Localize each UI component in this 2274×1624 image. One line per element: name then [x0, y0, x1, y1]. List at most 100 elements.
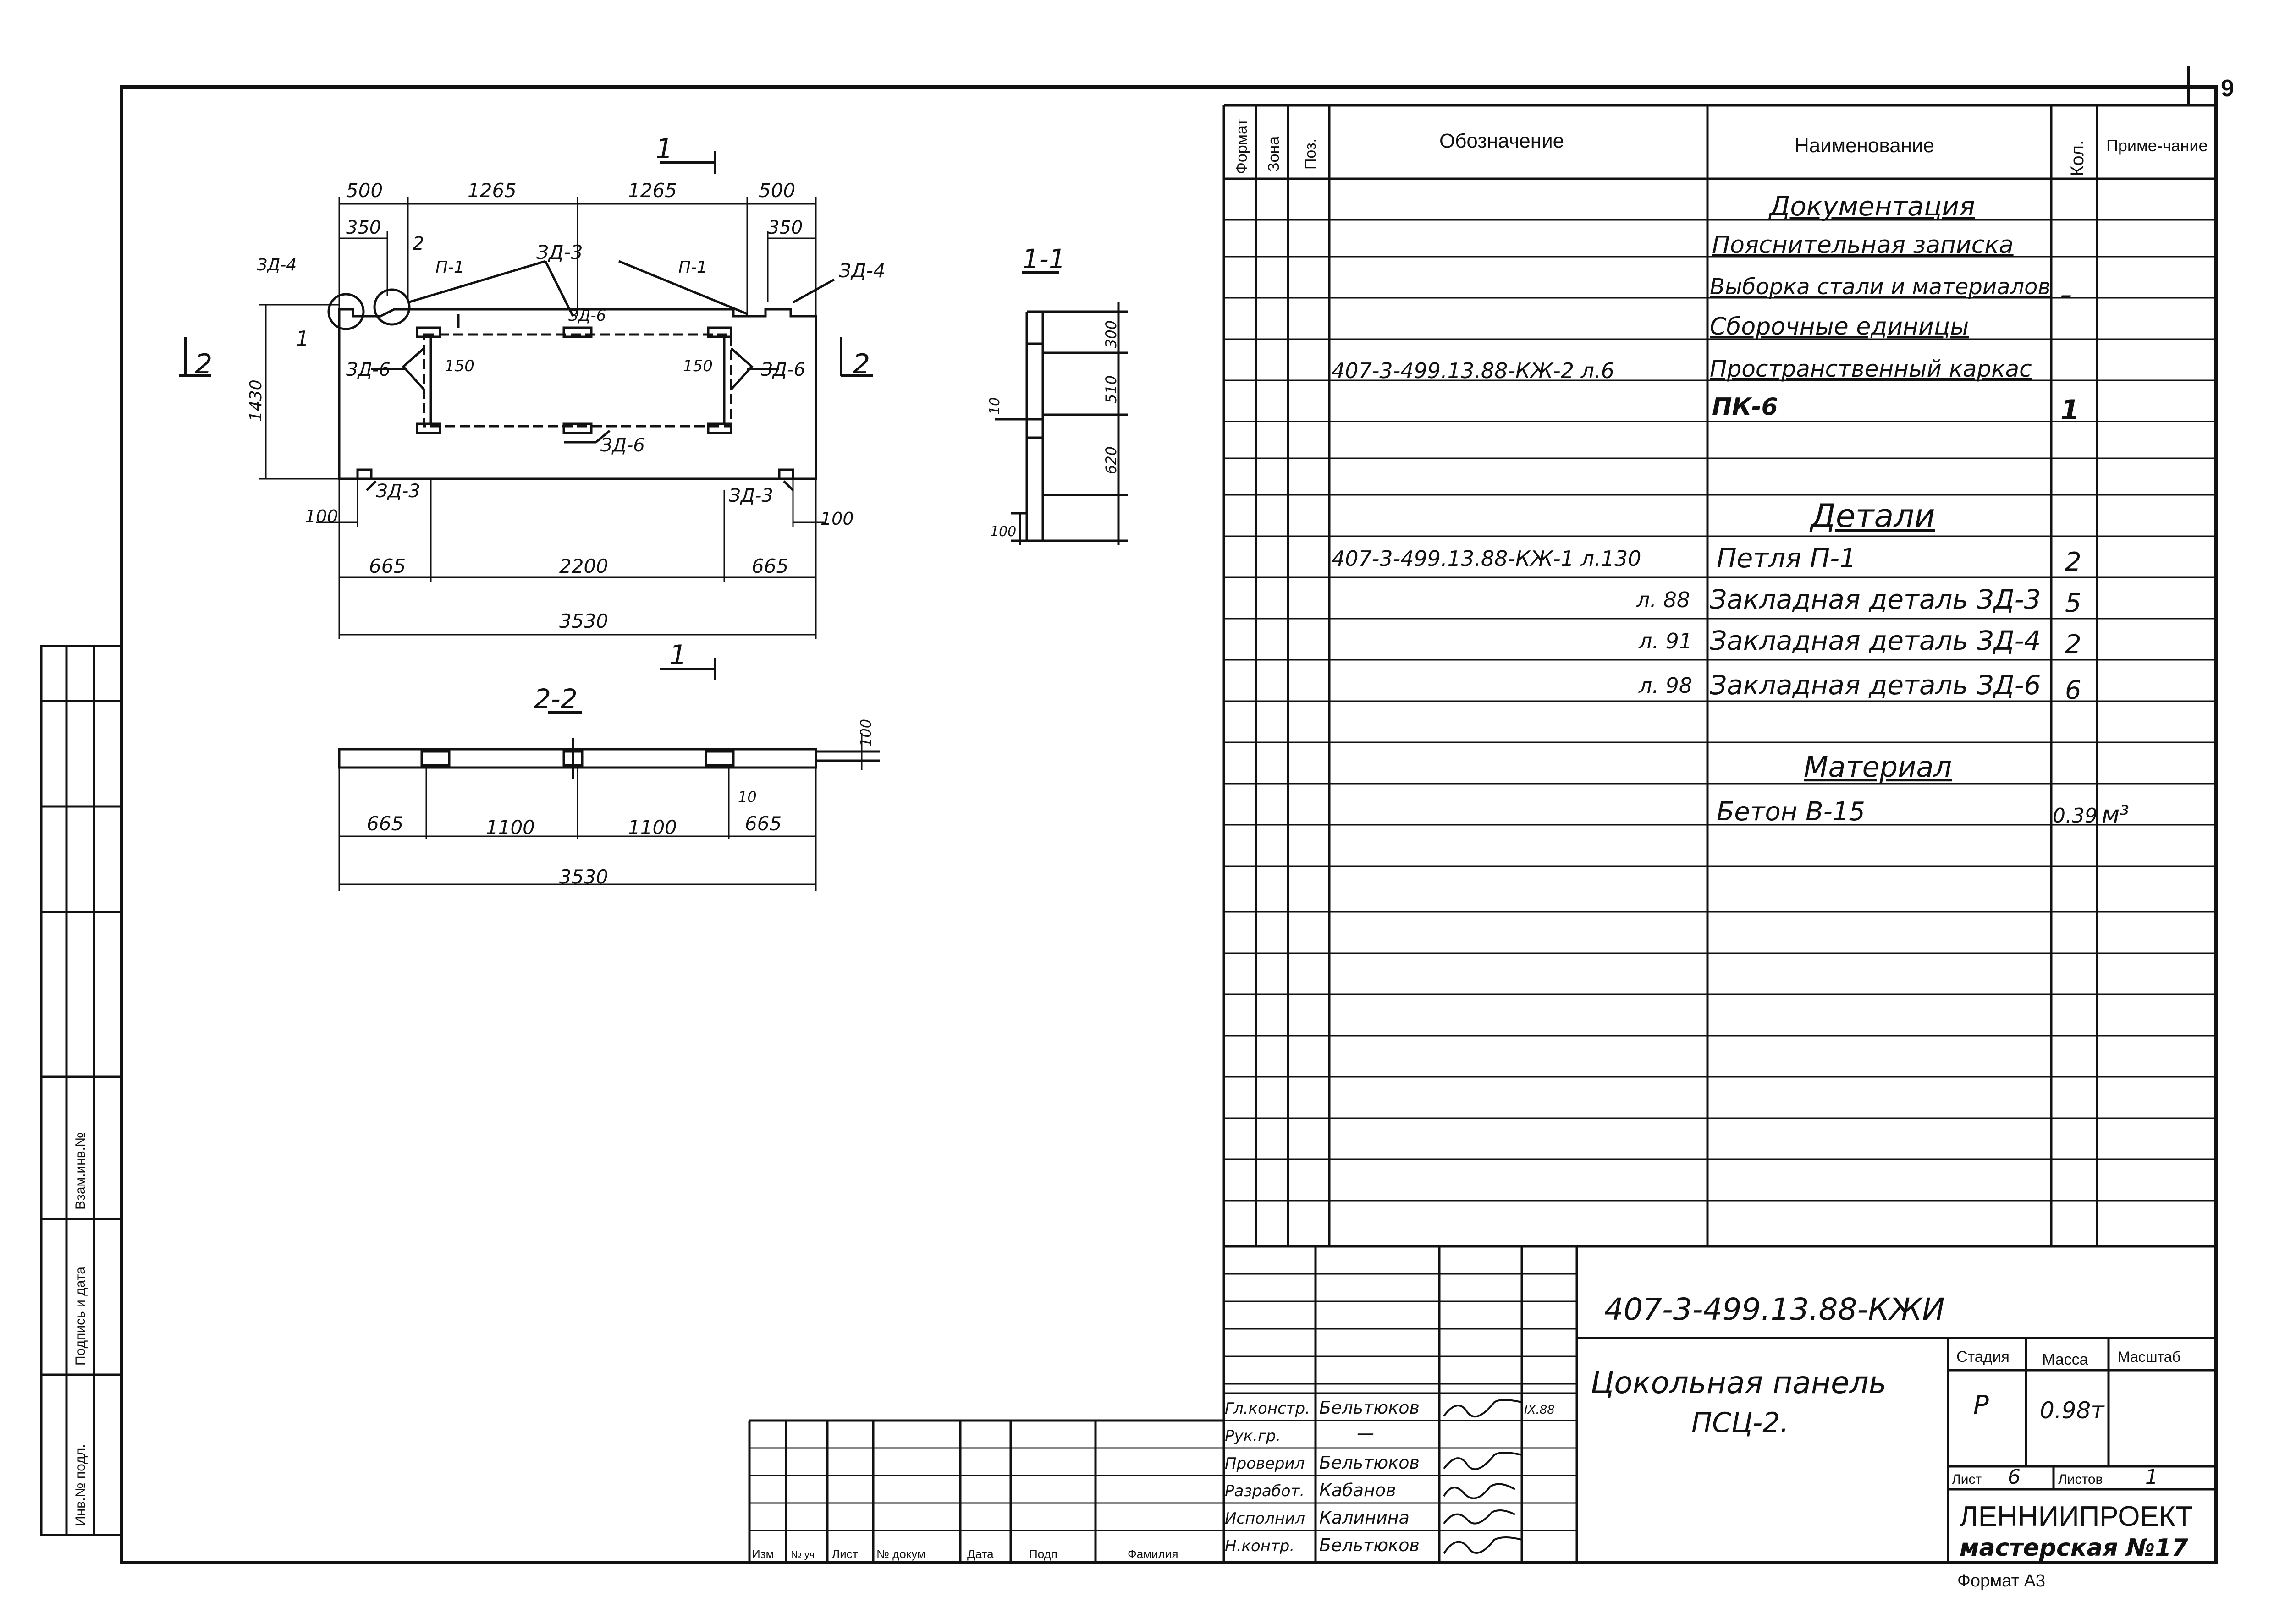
col-label: Изм: [752, 1547, 774, 1561]
view-1-1-title: 1-1: [1022, 243, 1066, 274]
tag-zd4-left: ЗД-4: [257, 256, 297, 274]
signature-mark: [1443, 1452, 1522, 1470]
dim-150-right: 150: [683, 357, 713, 375]
signature-mark: [1443, 1483, 1515, 1499]
dim-top-1265-right: 1265: [628, 179, 677, 202]
spec-row-name: ПК-6: [1712, 393, 1778, 421]
col-label: Лист: [832, 1547, 858, 1561]
title-sheet: 6: [2008, 1465, 2021, 1489]
title-sheets: 1: [2145, 1465, 2158, 1489]
dim-bottom-665-right: 665: [752, 555, 788, 577]
spec-row-note: м³: [2102, 801, 2129, 828]
section-2-2-dims: [338, 733, 863, 891]
sect-dim-510: 510: [1102, 375, 1120, 403]
sect22-dim-665-right: 665: [745, 812, 782, 835]
spec-row-qty: 2: [2065, 630, 2081, 659]
spec-table-grid: [1222, 104, 2216, 1246]
dim-bottom-665-left: 665: [369, 555, 406, 577]
col-label: № докум: [876, 1547, 925, 1561]
signer-date: IX.88: [1524, 1403, 1555, 1417]
spec-row-qty: 5: [2065, 588, 2081, 618]
spec-row-qty: 1: [2060, 394, 2080, 426]
tag-zd4-right: ЗД-4: [839, 259, 886, 282]
title-sheets-label: Листов: [2058, 1472, 2103, 1487]
dim-total: 3530: [559, 610, 608, 632]
side-stamp-label-inventory: Инв.№ подл.: [73, 1444, 88, 1526]
tag-p1-left: П-1: [435, 258, 464, 277]
dim-100-right: 100: [820, 509, 854, 529]
spec-row-name: Материал: [1804, 750, 1952, 784]
tag-p1-right: П-1: [678, 258, 707, 277]
section-marks: [179, 151, 1059, 714]
sect22-dim-665-left: 665: [367, 812, 403, 835]
signature-mark: [1443, 1536, 1522, 1554]
title-org: ЛЕННИИПРОЕКТ: [1960, 1501, 2193, 1532]
tag-zd6-right: ЗД-6: [761, 359, 805, 380]
dim-top-500-left: 500: [346, 179, 383, 202]
page-number: 9: [2221, 75, 2234, 102]
sect-dim-620: 620: [1102, 446, 1120, 474]
dim-350-right: 350: [768, 217, 803, 238]
spec-row-name: Закладная деталь ЗД-3: [1710, 584, 2041, 615]
signer-role: Н.контр.: [1225, 1537, 1294, 1555]
spec-row-name: Документация: [1768, 191, 1975, 222]
spec-row-qty: 0.39: [2053, 804, 2098, 828]
signature-mark: [1443, 1399, 1522, 1418]
tag-zd3-right: ЗД-3: [729, 485, 773, 506]
side-stamp-label-replace: Взам.инв.№: [73, 1132, 88, 1210]
side-stamp-label-signature: Подпись и дата: [73, 1267, 88, 1366]
spec-header-format: Формат: [1233, 119, 1250, 174]
spec-row-name: Пространственный каркас: [1710, 356, 2032, 382]
signer-name: Кабанов: [1319, 1480, 1396, 1500]
signer-name: Бельтюков: [1319, 1398, 1420, 1418]
spec-header-qty: Кол.: [2067, 140, 2087, 176]
title-stage-label: Стадия: [1956, 1348, 2010, 1366]
spec-header-zone: Зона: [1265, 137, 1283, 172]
title-name-line1: Цокольная панель: [1591, 1365, 1887, 1400]
dim-height: 1430: [247, 379, 265, 422]
title-workshop: мастерская №17: [1960, 1534, 2188, 1562]
view-2-2-title: 2-2: [534, 683, 578, 714]
section-1-label-bottom: 1: [669, 639, 687, 671]
col-label: № уч: [791, 1549, 815, 1560]
dim-100-left: 100: [305, 506, 338, 527]
format-label: Формат А3: [1957, 1571, 2045, 1591]
spec-row-qty: 6: [2065, 675, 2081, 705]
tag-zd3-top: ЗД-3: [536, 241, 583, 263]
tag-zd3-left: ЗД-3: [376, 481, 420, 502]
spec-rows: Документация Пояснительная записка Выбор…: [1332, 191, 2129, 828]
dimension-lines-top: [259, 197, 817, 480]
sect-dim-100: 100: [990, 524, 1016, 540]
spec-row-lines: [1224, 219, 2216, 1202]
spec-row-name: Петля П-1: [1717, 543, 1856, 574]
dim-150-left: 150: [445, 357, 474, 375]
spec-row-name: Выборка стали и материалов: [1710, 274, 2051, 300]
signer-role: Исполнил: [1225, 1509, 1305, 1528]
signer-role: Рук.гр.: [1225, 1427, 1281, 1445]
signature-mark: [1443, 1509, 1515, 1525]
signer-rows: Гл.констр. Бельтюков IX.88 Рук.гр. — Про…: [1225, 1398, 1555, 1555]
signer-role: Гл.констр.: [1225, 1399, 1310, 1418]
spec-row-qty: –: [2060, 281, 2072, 308]
section-2-label-right: 2: [853, 348, 870, 380]
spec-row-name: Пояснительная записка: [1712, 231, 2014, 259]
signer-name: Бельтюков: [1319, 1453, 1420, 1473]
tag-zd6-left: ЗД-6: [346, 359, 391, 380]
spec-row-designation: л. 91: [1638, 629, 1692, 653]
tag-zd6-top: ЗД-6: [568, 307, 606, 325]
side-stamp: [40, 645, 123, 1536]
dim-350-left: 350: [346, 217, 381, 238]
revision-column-labels: Изм № уч Лист № докум Дата Подп Фамилия: [752, 1547, 1178, 1561]
tag-num2: 2: [413, 233, 424, 254]
sect-dim-10: 10: [987, 397, 1003, 415]
dim-top-1265-left: 1265: [468, 179, 517, 202]
spec-row-designation: 407-3-499.13.88-КЖ-1 л.130: [1332, 546, 1641, 571]
spec-header-note: Приме-чание: [2106, 136, 2208, 155]
title-block-grid: [748, 1245, 2218, 1564]
spec-row-designation: 407-3-499.13.88-КЖ-2 л.6: [1332, 358, 1614, 383]
sect22-dim-total: 3530: [559, 866, 608, 888]
panel-elevation: [327, 260, 835, 491]
signer-name: Калинина: [1319, 1508, 1410, 1528]
sect22-dim-100: 100: [857, 719, 875, 747]
